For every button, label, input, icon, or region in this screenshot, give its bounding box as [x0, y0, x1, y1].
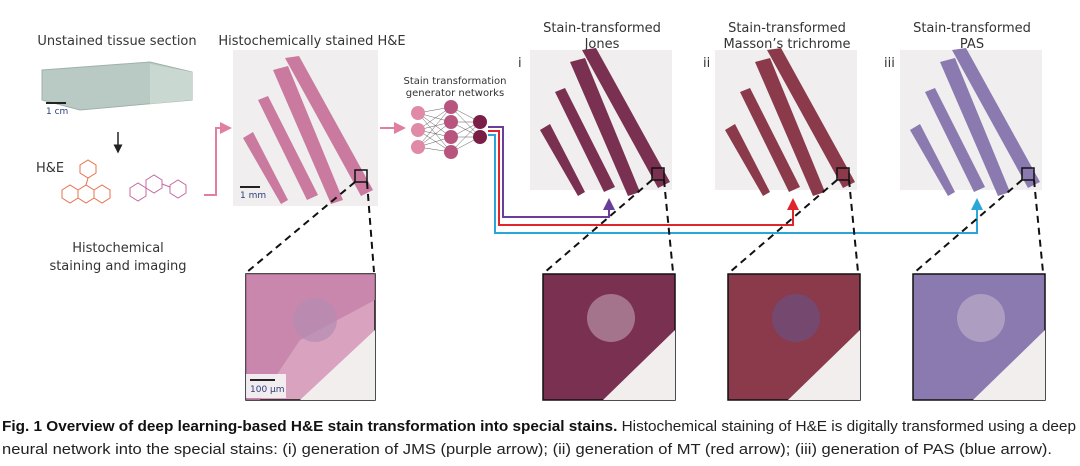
unstained-title: Unstained tissue section	[37, 34, 196, 49]
zoom-line	[663, 179, 674, 273]
output-roi-box	[1021, 167, 1035, 181]
network-label-line2: generator networks	[406, 88, 504, 99]
output-numeral: i	[518, 56, 522, 71]
he-zoom-scale-label: 100 µm	[250, 385, 285, 395]
zoom-line	[1033, 179, 1044, 273]
output-zoom-glomerulus	[957, 294, 1005, 342]
output-title-line2: Jones	[584, 37, 620, 52]
output-zoom-background	[788, 330, 860, 400]
he-scale-label: 1 mm	[240, 191, 266, 201]
caption-title: Fig. 1 Overview of deep learning-based H…	[2, 419, 617, 435]
eosin-molecule	[61, 159, 111, 204]
step-label-line1: Histochemical	[72, 241, 164, 256]
zoom-line	[848, 179, 859, 273]
output-numeral: ii	[703, 56, 710, 71]
zoom-line	[914, 179, 1023, 273]
output-zoom-glomerulus	[772, 294, 820, 342]
output-title-line1: Stain-transformed	[543, 21, 661, 36]
output-zoom-background	[603, 330, 675, 400]
output-title-line2: Masson’s trichrome	[723, 37, 850, 52]
blue-arrow	[488, 134, 983, 234]
step-label-line2: staining and imaging	[49, 259, 186, 274]
he-stain-label: H&E	[36, 161, 64, 176]
output-roi-box	[651, 167, 665, 181]
output-roi-box	[836, 167, 850, 181]
output-zoom-image	[912, 273, 1046, 401]
output-title-line1: Stain-transformed	[728, 21, 846, 36]
caption-text1: Histochemical staining of H&E is digital…	[617, 419, 1076, 435]
caption-line2: neural network into the special stains: …	[2, 442, 1052, 458]
neural-network-icon	[411, 100, 487, 159]
he-roi-box	[354, 169, 368, 183]
output-numeral: iii	[884, 56, 895, 71]
purple-arrow	[488, 126, 615, 218]
zoom-line	[366, 181, 375, 273]
caption-line1: Fig. 1 Overview of deep learning-based H…	[2, 419, 1076, 435]
red-arrow	[488, 130, 799, 226]
hematoxylin-molecule	[129, 174, 187, 202]
network-label-line1: Stain transformation	[404, 76, 507, 87]
output-panels: Stain-transformedJonesiStain-transformed…	[518, 21, 1046, 401]
he-title: Histochemically stained H&E	[218, 34, 405, 49]
output-title-line1: Stain-transformed	[913, 21, 1031, 36]
output-zoom-glomerulus	[587, 294, 635, 342]
output-zoom-background	[973, 330, 1045, 400]
slide-label-area	[150, 64, 192, 104]
slide-scale-label: 1 cm	[46, 107, 68, 117]
pink-arrow	[204, 122, 232, 196]
